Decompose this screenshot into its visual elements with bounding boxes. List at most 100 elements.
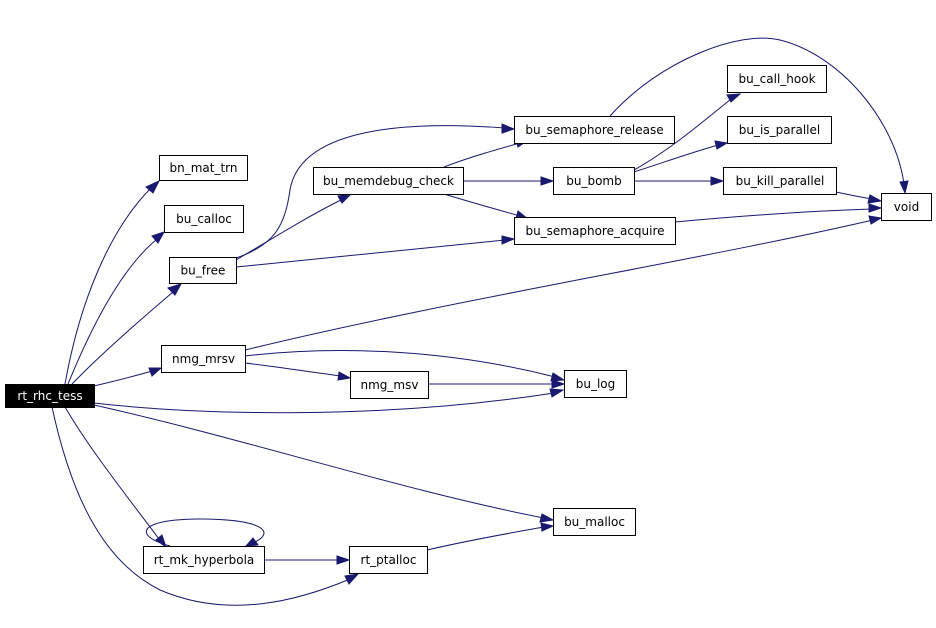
edge-nmg-mrsv-to-bu-log	[244, 350, 566, 382]
edge-rt-rhc-tess-to-bu-log	[93, 388, 565, 414]
node-bu-malloc[interactable]: bu_malloc	[553, 508, 636, 536]
edge-rt-rhc-tess-to-nmg-mrsv	[93, 367, 163, 387]
node-bu-log[interactable]: bu_log	[564, 370, 627, 398]
node-box[interactable]	[727, 65, 827, 93]
arrowhead-icon	[726, 93, 742, 103]
node-box[interactable]	[169, 257, 237, 284]
edge-rt-mk-hyperbola-to-rt-mk-hyperbola	[145, 518, 265, 547]
edge-bu-memdebug-check-to-bu-bomb	[462, 176, 555, 186]
arrowhead-icon	[344, 573, 360, 585]
edge-bu-free-to-bu-semaphore-acquire	[235, 235, 516, 268]
arrowhead-icon	[337, 371, 352, 381]
node-bu-free[interactable]: bu_free	[169, 257, 237, 284]
node-bu-kill-parallel[interactable]: bu_kill_parallel	[723, 167, 837, 195]
node-box[interactable]	[349, 546, 428, 574]
node-rt-rhc-tess[interactable]: rt_rhc_tess	[5, 384, 95, 408]
node-box[interactable]	[514, 217, 676, 245]
arrowhead-icon	[540, 522, 555, 532]
edge-rt-ptalloc-to-bu-malloc	[426, 522, 555, 551]
node-label: bu_malloc	[564, 515, 625, 529]
arrowhead-icon	[550, 372, 566, 382]
edge-rt-rhc-tess-to-bu-calloc	[67, 231, 166, 385]
edge-nmg-msv-to-bu-log	[427, 379, 566, 389]
edge-line	[51, 406, 351, 606]
node-label: nmg_msv	[361, 378, 419, 392]
edge-line	[235, 239, 506, 268]
edge-line	[674, 208, 873, 223]
node-bu-calloc[interactable]: bu_calloc	[164, 205, 244, 233]
arrowhead-icon	[899, 180, 909, 195]
node-rt-ptalloc[interactable]: rt_ptalloc	[349, 546, 428, 574]
node-bu-semaphore-acquire[interactable]: bu_semaphore_acquire	[514, 217, 676, 245]
node-label: rt_mk_hyperbola	[154, 553, 255, 567]
node-label: bu_semaphore_release	[525, 123, 663, 137]
node-box[interactable]	[350, 371, 429, 399]
edge-line	[244, 350, 556, 378]
edge-line	[64, 188, 151, 385]
edge-bu-memdebug-check-to-bu-semaphore-acquire	[443, 193, 530, 220]
arrowhead-icon	[337, 193, 353, 204]
node-bu-bomb[interactable]: bu_bomb	[553, 167, 635, 195]
arrowhead-icon	[868, 203, 883, 213]
edge-line	[244, 219, 874, 351]
node-bu-memdebug-check[interactable]: bu_memdebug_check	[313, 167, 464, 195]
node-rt-mk-hyperbola[interactable]: rt_mk_hyperbola	[143, 546, 265, 574]
arrowhead-icon	[540, 176, 555, 186]
node-label: void	[894, 200, 919, 214]
node-label: bu_kill_parallel	[736, 174, 825, 188]
node-bu-is-parallel[interactable]: bu_is_parallel	[727, 116, 832, 144]
node-box[interactable]	[514, 116, 675, 144]
arrowhead-icon	[167, 283, 183, 296]
edge-rt-rhc-tess-to-bn-mat-trn	[64, 179, 161, 385]
edge-line	[64, 406, 160, 540]
edge-line	[71, 291, 174, 385]
node-box[interactable]	[723, 167, 837, 195]
node-box[interactable]	[881, 193, 932, 221]
edge-nmg-mrsv-to-nmg-msv	[244, 362, 352, 381]
arrowhead-icon	[868, 215, 883, 225]
node-box[interactable]	[553, 167, 635, 195]
node-label: bu_calloc	[176, 212, 232, 226]
node-box[interactable]	[164, 205, 244, 233]
node-box[interactable]	[313, 167, 464, 195]
node-box[interactable]	[159, 155, 248, 181]
edge-line	[67, 239, 157, 385]
edge-line	[633, 98, 732, 171]
node-bn-mat-trn[interactable]: bn_mat_trn	[159, 155, 248, 181]
arrowhead-icon	[710, 176, 725, 186]
edge-rt-rhc-tess-to-bu-free	[71, 283, 183, 385]
node-bu-semaphore-release[interactable]: bu_semaphore_release	[514, 116, 675, 144]
edge-bu-kill-parallel-to-void	[835, 191, 883, 204]
arrowhead-icon	[551, 379, 566, 389]
edge-bu-bomb-to-bu-call-hook	[633, 93, 742, 171]
arrowhead-icon	[501, 235, 516, 245]
node-box[interactable]	[143, 546, 265, 574]
node-box[interactable]	[553, 508, 636, 536]
node-nmg-mrsv[interactable]: nmg_mrsv	[161, 345, 246, 373]
arrowhead-icon	[145, 179, 161, 194]
node-box[interactable]	[727, 116, 832, 144]
node-bu-call-hook[interactable]: bu_call_hook	[727, 65, 827, 93]
edge-bu-free-to-bu-memdebug-check	[235, 193, 353, 261]
node-label: bu_semaphore_acquire	[525, 224, 664, 238]
arrowhead-icon	[549, 388, 565, 398]
arrowhead-icon	[336, 555, 351, 565]
node-label: bn_mat_trn	[169, 161, 237, 175]
edge-line	[426, 526, 545, 551]
node-box[interactable]	[161, 345, 246, 373]
node-label: bu_call_hook	[738, 72, 815, 86]
edge-line	[244, 362, 342, 377]
nodes-layer: rt_rhc_tess bn_mat_trn bu_calloc bu_free bu_…	[5, 65, 932, 574]
node-label: bu_bomb	[566, 174, 622, 188]
node-nmg-msv[interactable]: nmg_msv	[350, 371, 429, 399]
node-void[interactable]: void	[881, 193, 932, 221]
node-label: bu_free	[181, 264, 226, 278]
edge-line	[443, 193, 521, 217]
node-box[interactable]	[564, 370, 627, 398]
edge-line	[443, 142, 521, 168]
node-label: rt_rhc_tess	[17, 389, 82, 403]
edge-bu-semaphore-acquire-to-void	[674, 203, 883, 223]
arrowhead-icon	[714, 140, 729, 150]
node-box[interactable]	[5, 384, 95, 408]
edge-bu-bomb-to-bu-kill-parallel	[633, 176, 725, 186]
